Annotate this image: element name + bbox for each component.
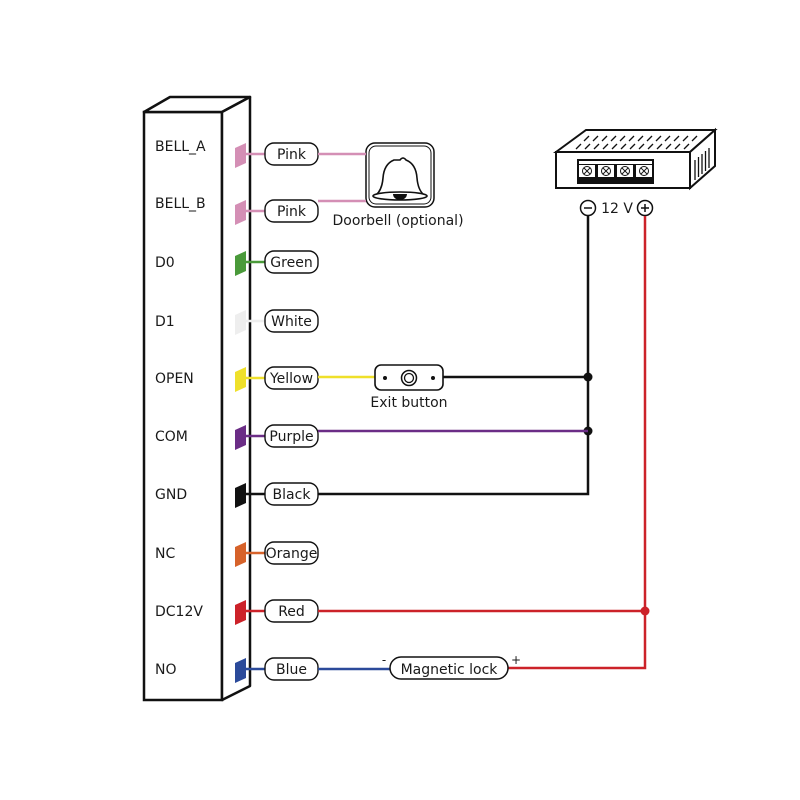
vent-slot <box>592 135 599 142</box>
psu-voltage-label: 12 V <box>601 201 633 217</box>
wire-color-label: Pink <box>277 204 307 220</box>
terminal-label: DC12V <box>155 604 203 620</box>
wire-tab <box>235 310 246 335</box>
vent-slot <box>637 135 644 142</box>
wire-color-label: Red <box>278 604 305 620</box>
terminal-label: GND <box>155 487 187 503</box>
terminal-label: NC <box>155 546 175 562</box>
wire-color-pill <box>264 541 319 565</box>
wire-color-pill <box>264 199 319 223</box>
wire-color-pill <box>264 250 319 274</box>
terminal-label: NO <box>155 662 177 678</box>
vent-slot <box>682 135 689 142</box>
terminal-row: GND Black <box>155 482 319 508</box>
terminal-row: NO Blue <box>155 657 319 683</box>
vent-slot <box>601 135 608 142</box>
vent-slot <box>593 143 600 150</box>
terminal-label: BELL_B <box>155 196 206 212</box>
terminal-row: D1 White <box>155 309 319 335</box>
vent-slot <box>664 135 671 142</box>
wire-color-label: Yellow <box>269 371 313 387</box>
controller-unit <box>142 95 252 702</box>
exit-button-label: Exit button <box>370 395 447 411</box>
push-button-icon <box>400 369 418 387</box>
vent-slot <box>575 143 582 150</box>
vent-slot <box>629 143 636 150</box>
vent-slot <box>620 143 627 150</box>
terminal-label: BELL_A <box>155 139 206 155</box>
vent-slot <box>602 143 609 150</box>
wire-tab <box>235 367 246 392</box>
wire-tab <box>235 251 246 276</box>
wire-color-label: Orange <box>266 546 318 562</box>
wire-tab <box>235 143 246 168</box>
wire-tab <box>235 425 246 450</box>
vent-slot <box>691 135 698 142</box>
terminal-label: COM <box>155 429 188 445</box>
wire-color-pill <box>264 309 319 333</box>
wire-tab <box>235 658 246 683</box>
wire-tab <box>235 483 246 508</box>
negative-bus <box>318 216 593 496</box>
terminal-row: NC Orange <box>155 541 319 567</box>
magnetic-lock: Magnetic lock - + <box>382 653 521 680</box>
wire-tab <box>235 542 246 567</box>
vent-slot <box>638 143 645 150</box>
doorbell: Doorbell (optional) <box>332 142 464 229</box>
vent-slot <box>646 135 653 142</box>
vent-slot <box>619 135 626 142</box>
wire-color-label: Pink <box>277 147 307 163</box>
magnetic-lock-label: Magnetic lock <box>401 662 499 678</box>
terminal-label: D1 <box>155 314 175 330</box>
vent-slot <box>674 143 681 150</box>
terminal-row: COM Purple <box>155 424 319 450</box>
magnetic-lock-minus: - <box>382 653 386 667</box>
vent-slot <box>683 143 690 150</box>
wire-color-label: Blue <box>276 662 307 678</box>
terminal-row: BELL_B Pink <box>155 196 319 225</box>
wire-color-label: Black <box>273 487 312 503</box>
wire-color-label: Purple <box>269 429 313 445</box>
vent-slot <box>610 135 617 142</box>
terminal-row: BELL_A Pink <box>155 139 319 168</box>
wire-tab <box>235 200 246 225</box>
vent-slot <box>611 143 618 150</box>
wire-tab <box>235 600 246 625</box>
vent-slot <box>583 135 590 142</box>
wire-color-label: White <box>271 314 312 330</box>
vent-slot <box>656 143 663 150</box>
magnetic-lock-plus: + <box>511 653 521 667</box>
vent-slot <box>665 143 672 150</box>
power-supply: 12 V <box>552 127 718 217</box>
terminal-label: D0 <box>155 255 175 271</box>
vent-slot <box>655 135 662 142</box>
bell-icon <box>372 157 428 201</box>
vent-slot <box>647 143 654 150</box>
positive-bus <box>318 216 650 670</box>
vent-slot <box>673 135 680 142</box>
vent-slot <box>584 143 591 150</box>
wire-color-pill <box>264 424 319 448</box>
terminal-row: D0 Green <box>155 250 319 276</box>
wire-color-label: Green <box>270 255 312 271</box>
terminal-row: DC12V Red <box>155 599 319 625</box>
exit-button: Exit button <box>370 364 448 411</box>
doorbell-label: Doorbell (optional) <box>332 213 463 229</box>
terminal-label: OPEN <box>155 371 194 387</box>
vent-slot <box>628 135 635 142</box>
